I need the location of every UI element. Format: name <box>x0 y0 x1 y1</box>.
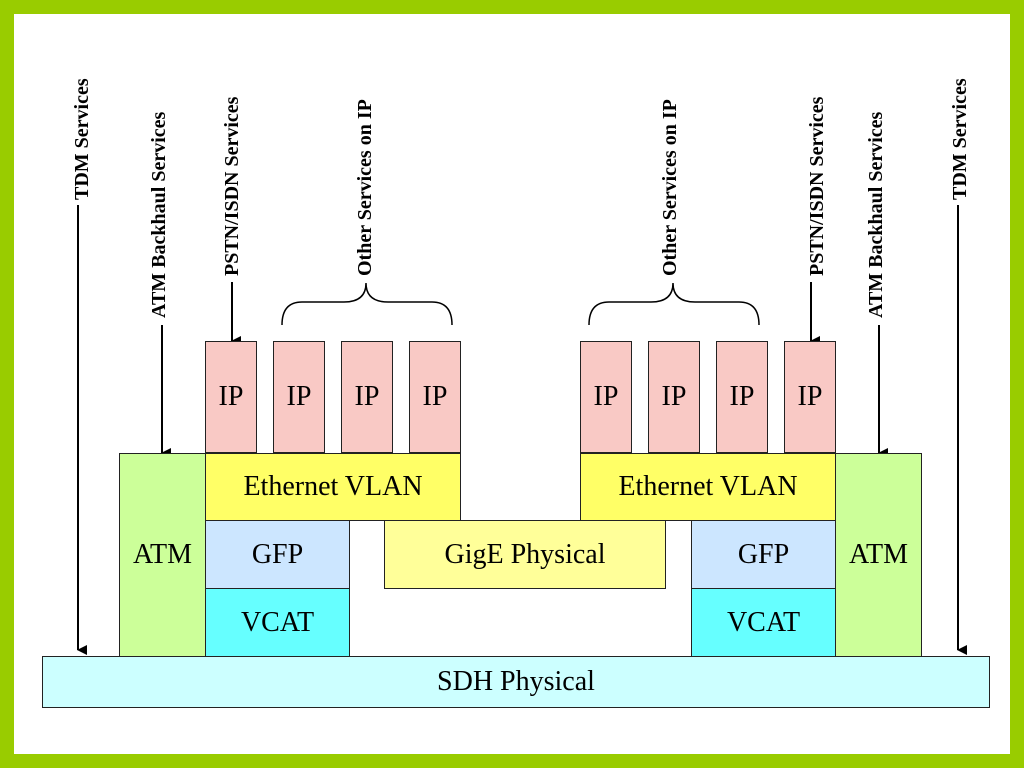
ip-box: IP <box>580 341 632 453</box>
gfp-left-box: GFP <box>205 520 350 589</box>
atm-left-box: ATM <box>119 453 206 657</box>
ethernet-vlan-right-box: Ethernet VLAN <box>580 453 836 521</box>
sdh-physical-box: SDH Physical <box>42 656 990 708</box>
atm-right-box: ATM <box>835 453 922 657</box>
gfp-right-box: GFP <box>691 520 836 589</box>
ip-box: IP <box>409 341 461 453</box>
ip-box: IP <box>716 341 768 453</box>
right-brace <box>588 282 760 326</box>
ip-box: IP <box>648 341 700 453</box>
vcat-left-box: VCAT <box>205 588 350 657</box>
vcat-right-box: VCAT <box>691 588 836 657</box>
gige-physical-box: GigE Physical <box>384 520 666 589</box>
ip-box: IP <box>784 341 836 453</box>
left-brace <box>281 282 453 326</box>
ethernet-vlan-left-box: Ethernet VLAN <box>205 453 461 521</box>
ip-box: IP <box>205 341 257 453</box>
ip-box: IP <box>273 341 325 453</box>
ip-box: IP <box>341 341 393 453</box>
